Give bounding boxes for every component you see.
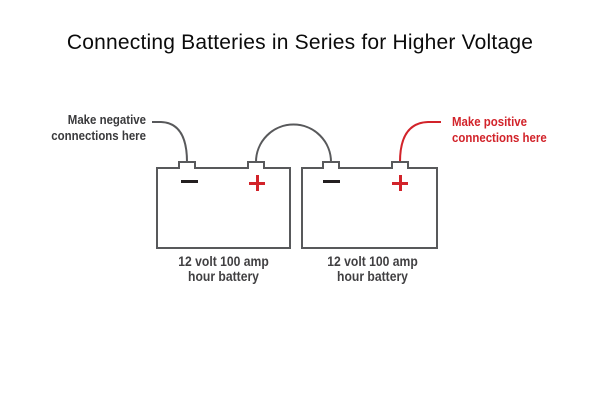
battery-2-minus-icon <box>323 180 340 183</box>
negative-note-line2: connections here <box>51 128 146 143</box>
battery-1-caption: 12 volt 100 amp hour battery <box>164 254 284 284</box>
battery-2-caption-line2: hour battery <box>337 268 408 284</box>
battery-2-caption-line1: 12 volt 100 amp <box>327 254 418 269</box>
page-title: Connecting Batteries in Series for Highe… <box>66 31 534 54</box>
negative-connection-note: Make negative connections here <box>42 112 146 144</box>
battery-2-plus-icon <box>392 175 408 191</box>
positive-connection-note: Make positive connections here <box>452 114 566 146</box>
negative-note-line1: Make negative <box>67 112 146 127</box>
positive-note-line2: connections here <box>452 130 547 145</box>
battery-1-plus-icon <box>249 175 265 191</box>
battery-1-caption-line2: hour battery <box>188 268 259 284</box>
battery-2-caption: 12 volt 100 amp hour battery <box>312 254 434 284</box>
plus-vertical-bar <box>255 175 259 191</box>
plus-vertical-bar <box>398 175 402 191</box>
positive-pointer-wire <box>399 121 441 163</box>
battery-1-minus-icon <box>181 180 198 183</box>
battery-1-caption-line1: 12 volt 100 amp <box>178 254 269 269</box>
negative-pointer-wire <box>152 121 188 163</box>
battery-2-box <box>301 161 438 249</box>
battery-1-box <box>156 161 291 249</box>
series-jumper-wire <box>255 123 332 163</box>
positive-note-line1: Make positive <box>452 114 528 129</box>
